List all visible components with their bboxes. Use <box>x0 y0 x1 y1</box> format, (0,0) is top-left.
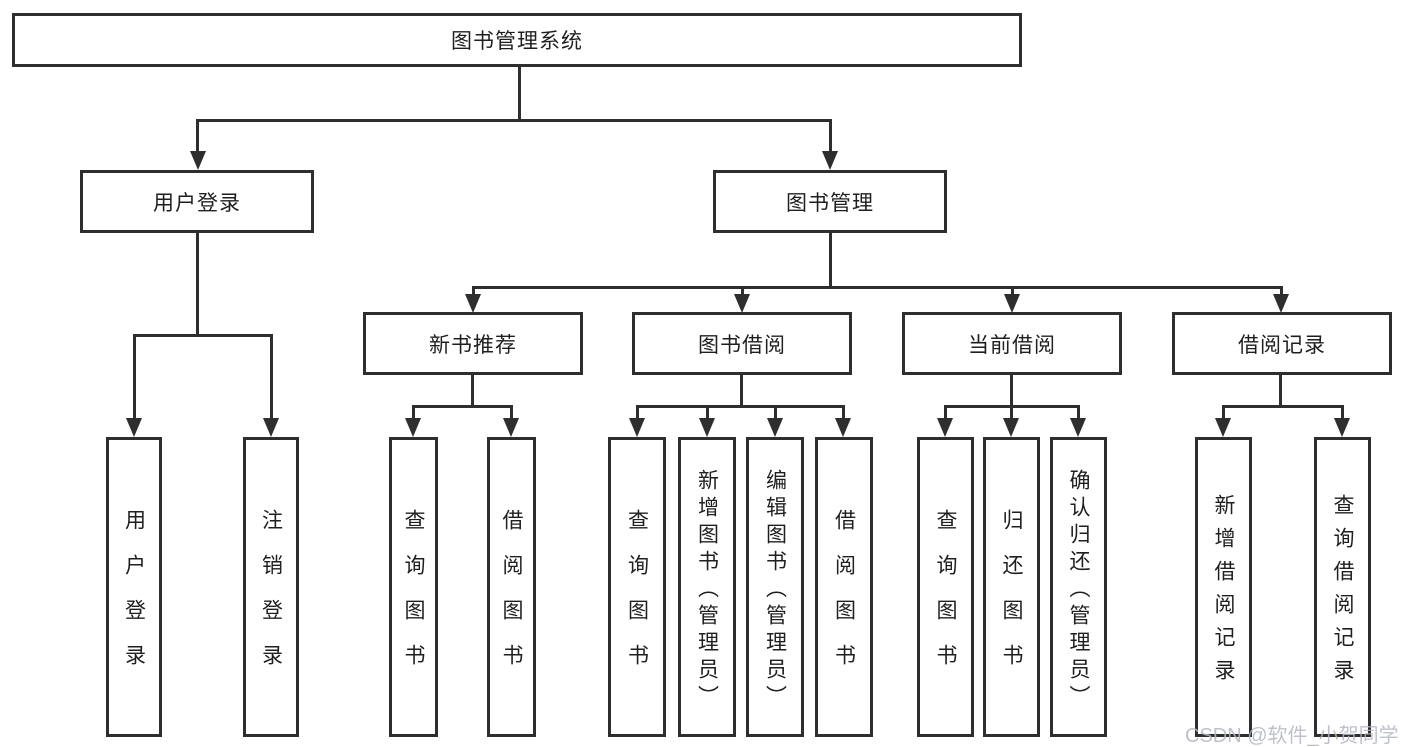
node-label: 当前借阅 <box>968 333 1056 357</box>
node-current-borrowing: 当前借阅 <box>902 312 1122 375</box>
arrow-down-icon <box>1003 418 1019 437</box>
node-leaf-edit-book-admin: 编辑图书（管理员） <box>746 437 804 737</box>
connector-stub <box>636 405 639 420</box>
arrow-down-icon <box>629 418 645 437</box>
node-label: 新书推荐 <box>429 333 517 357</box>
arrow-down-icon <box>699 418 715 437</box>
connector-stub-borrowing <box>741 286 744 296</box>
node-leaf-borrow-books-1: 借阅图书 <box>487 437 536 737</box>
arrow-down-icon <box>263 418 279 437</box>
arrow-down-icon <box>1215 418 1231 437</box>
leaf-label: 归还图书 <box>1000 509 1023 689</box>
arrow-down-icon <box>126 418 142 437</box>
leaf-label: 确认归还（管理员） <box>1067 468 1090 712</box>
arrow-down-icon <box>767 418 783 437</box>
connector-stub-logout <box>270 334 273 420</box>
connector-stub <box>510 405 513 420</box>
leaf-label: 注销登录 <box>259 509 283 689</box>
connector-stub-book-management <box>829 119 832 153</box>
node-root: 图书管理系统 <box>12 13 1022 67</box>
connector-level3-rail <box>472 286 1282 289</box>
node-leaf-add-borrow-record: 新增借阅记录 <box>1195 437 1252 737</box>
connector-stub <box>1341 405 1344 420</box>
node-borrowing-records: 借阅记录 <box>1172 312 1392 375</box>
connector-stub-new-book <box>472 286 475 296</box>
connector-stub <box>842 405 845 420</box>
arrow-down-icon <box>190 151 206 170</box>
connector-stub-user-login <box>196 119 199 153</box>
node-leaf-query-borrow-record: 查询借阅记录 <box>1314 437 1371 737</box>
leaf-label: 借阅图书 <box>832 509 856 689</box>
arrow-down-icon <box>734 294 750 313</box>
node-label: 图书借阅 <box>698 333 786 357</box>
leaf-label: 查询图书 <box>402 509 425 689</box>
node-book-borrowing: 图书借阅 <box>632 312 852 375</box>
csdn-watermark: CSDN @软件_小贺同学 <box>1185 725 1399 747</box>
connector-borrowing-rail <box>636 405 845 408</box>
arrow-down-icon <box>465 294 481 313</box>
leaf-label: 新增图书（管理员） <box>695 468 719 712</box>
node-leaf-query-books-3: 查询图书 <box>917 437 974 737</box>
node-leaf-borrow-books-2: 借阅图书 <box>815 437 873 737</box>
connector-records-rail <box>1222 405 1343 408</box>
leaf-label: 查询图书 <box>934 509 957 689</box>
leaf-label: 用户登录 <box>122 509 146 689</box>
connector-stub <box>412 405 415 420</box>
leaf-label: 查询图书 <box>625 509 649 689</box>
connector-stub <box>706 405 709 420</box>
connector-stub <box>1010 405 1013 420</box>
node-leaf-add-book-admin: 新增图书（管理员） <box>678 437 736 737</box>
node-leaf-query-books-1: 查询图书 <box>389 437 438 737</box>
arrow-down-icon <box>1004 294 1020 313</box>
node-user-login-label: 用户登录 <box>153 191 241 215</box>
arrow-down-icon <box>1334 418 1350 437</box>
connector-new-book-stem <box>471 375 474 408</box>
arrow-down-icon <box>835 418 851 437</box>
connector-level2-rail <box>196 119 832 122</box>
node-label: 借阅记录 <box>1238 333 1326 357</box>
connector-book-management-stem <box>829 233 832 288</box>
node-leaf-confirm-return-admin: 确认归还（管理员） <box>1050 437 1107 737</box>
arrow-down-icon <box>1273 294 1289 313</box>
leaf-label: 新增借阅记录 <box>1212 494 1235 692</box>
node-new-book-recommendation: 新书推荐 <box>363 312 583 375</box>
node-leaf-logout: 注销登录 <box>243 437 299 737</box>
node-leaf-query-books-2: 查询图书 <box>608 437 666 737</box>
node-root-label: 图书管理系统 <box>451 30 583 53</box>
leaf-label: 编辑图书（管理员） <box>763 468 787 712</box>
connector-borrowing-stem <box>740 375 743 408</box>
arrow-down-icon <box>937 418 953 437</box>
arrow-down-icon <box>822 151 838 170</box>
connector-records-stem <box>1279 375 1282 408</box>
node-leaf-user-login: 用户登录 <box>106 437 162 737</box>
connector-stub-login <box>133 334 136 420</box>
connector-user-login-rail <box>133 334 272 337</box>
connector-stub-records <box>1280 286 1283 296</box>
leaf-label: 借阅图书 <box>500 509 523 689</box>
node-book-management: 图书管理 <box>713 170 947 233</box>
node-user-login: 用户登录 <box>80 170 314 233</box>
connector-stub <box>774 405 777 420</box>
leaf-label: 查询借阅记录 <box>1331 494 1354 692</box>
arrow-down-icon <box>503 418 519 437</box>
node-book-management-label: 图书管理 <box>786 191 874 215</box>
connector-user-login-stem <box>196 233 199 336</box>
arrow-down-icon <box>405 418 421 437</box>
connector-stub <box>1222 405 1225 420</box>
connector-stub-current <box>1011 286 1014 296</box>
connector-stub <box>1077 405 1080 420</box>
connector-new-book-rail <box>412 405 513 408</box>
connector-stub <box>944 405 947 420</box>
connector-root-stem <box>518 65 521 122</box>
node-leaf-return-books: 归还图书 <box>983 437 1040 737</box>
arrow-down-icon <box>1070 418 1086 437</box>
connector-current-stem <box>1010 375 1013 408</box>
